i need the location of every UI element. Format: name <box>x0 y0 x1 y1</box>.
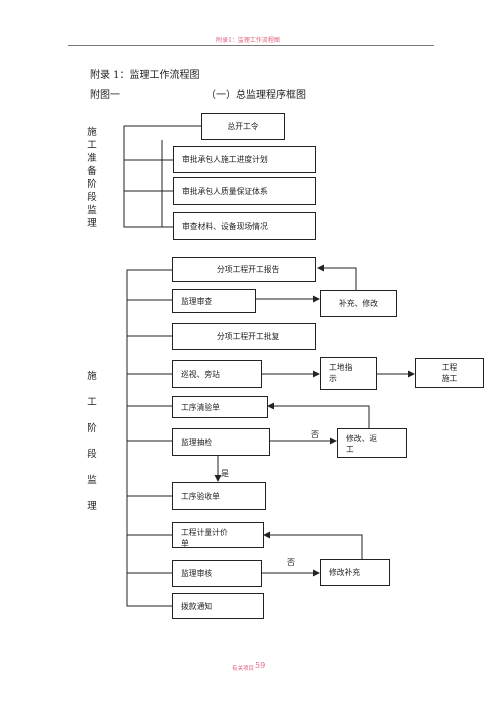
box-review-quality-system-label: 审批承包人质量保证体系 <box>182 186 268 196</box>
box-supervision-audit: 监理审核 <box>172 560 262 587</box>
box-site-instruction: 工地指 示 <box>320 357 377 390</box>
box-construction-work-label: 工程 施工 <box>441 363 458 383</box>
box-modify-return-label: 修改、返 工 <box>346 434 378 454</box>
box-subitem-approval-label: 分项工程开工批复 <box>217 332 280 341</box>
running-header: 附录1：监理工作流程图 <box>216 37 280 44</box>
box-start-order-label: 总开工令 <box>227 122 259 131</box>
box-payment-notice: 拨款通知 <box>172 593 264 619</box>
box-modify-supplement-label: 修改补充 <box>329 568 361 577</box>
box-start-order: 总开工令 <box>201 113 285 140</box>
box-inspect-materials: 审查材料、设备现场情况 <box>173 212 316 240</box>
page-number: 59 <box>255 661 266 670</box>
footer-text: 有关项目 <box>232 666 255 672</box>
box-supervision-review-label: 监理审查 <box>181 296 213 306</box>
header-rule <box>68 45 434 46</box>
box-patrol-onsite: 巡视、旁站 <box>172 360 262 388</box>
box-supplement-modify-label: 补充、修改 <box>339 299 378 308</box>
box-spot-check: 监理抽检 <box>172 428 270 456</box>
box-modify-return: 修改、返 工 <box>337 428 407 458</box>
phase-label-construction: 施 工 阶 段 监 理 <box>87 371 97 512</box>
box-payment-notice-label: 拨款通知 <box>181 601 213 611</box>
label-no-audit: 否 <box>287 558 295 567</box>
box-subitem-report: 分项工程开工报告 <box>172 257 316 282</box>
box-subitem-report-label: 分项工程开工报告 <box>217 265 280 274</box>
box-measurement-payment: 工程计量计价 单 <box>172 522 264 548</box>
box-subitem-approval: 分项工程开工批复 <box>172 323 316 350</box>
box-process-inspection-request-label: 工序清验单 <box>181 402 220 412</box>
box-review-quality-system: 审批承包人质量保证体系 <box>173 177 316 205</box>
box-process-acceptance: 工序验收单 <box>172 482 266 510</box>
figure-label: 附图一 <box>90 90 120 101</box>
box-measurement-payment-label: 工程计量计价 单 <box>181 528 228 548</box>
label-no-spot-check: 否 <box>311 430 319 439</box>
box-supervision-audit-label: 监理审核 <box>181 569 213 578</box>
figure-title: （一）总监理程序框图 <box>206 90 306 101</box>
box-supplement-modify: 补充、修改 <box>320 290 397 317</box>
box-spot-check-label: 监理抽检 <box>181 437 213 447</box>
box-inspect-materials-label: 审查材料、设备现场情况 <box>182 221 268 231</box>
box-review-schedule-label: 审批承包人施工进度计划 <box>182 155 268 164</box>
box-process-acceptance-label: 工序验收单 <box>181 491 220 501</box>
box-patrol-onsite-label: 巡视、旁站 <box>181 369 220 379</box>
box-site-instruction-label: 工地指 示 <box>329 363 353 383</box>
label-yes: 是 <box>221 469 229 478</box>
box-construction-work: 工程 施工 <box>415 358 484 388</box>
box-modify-supplement: 修改补充 <box>320 559 390 586</box>
box-review-schedule: 审批承包人施工进度计划 <box>173 146 316 173</box>
box-supervision-review: 监理审查 <box>172 289 256 313</box>
box-process-inspection-request: 工序清验单 <box>172 396 268 418</box>
appendix-title: 附录 1：监理工作流程图 <box>90 70 200 81</box>
phase-label-preparation: 施 工 准 备 阶 段 监 理 <box>87 127 97 229</box>
